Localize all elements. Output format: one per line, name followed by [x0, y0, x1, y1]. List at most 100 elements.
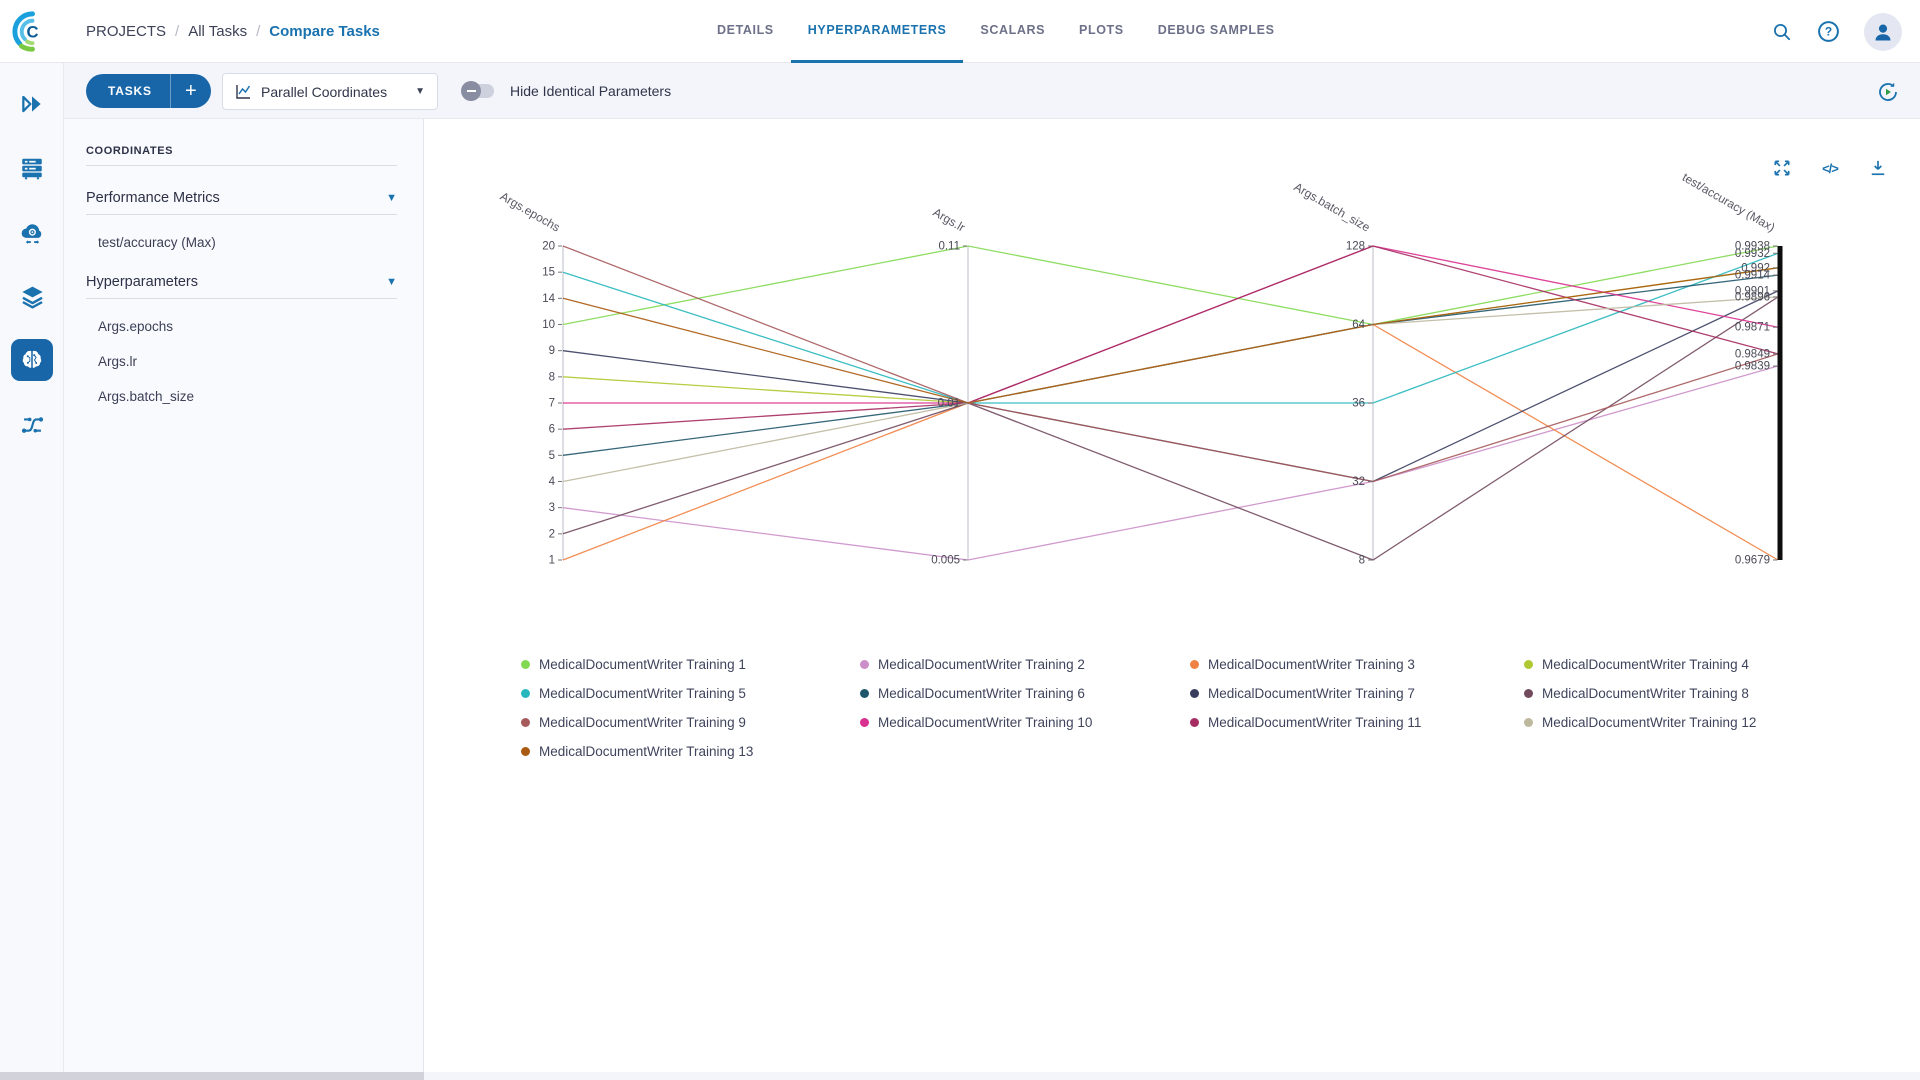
tick-label: 15: [542, 267, 555, 279]
axis-title[interactable]: test/accuracy (Max): [1680, 170, 1778, 234]
coordinates-sidebar: COORDINATES Performance Metrics ▼ test/a…: [64, 119, 424, 1072]
tasks-button-label[interactable]: TASKS: [86, 74, 171, 108]
embed-code-icon[interactable]: </>: [1822, 160, 1839, 176]
tick-label: 8: [549, 371, 555, 383]
legend-label: MedicalDocumentWriter Training 5: [539, 686, 746, 701]
tasks-selector-button[interactable]: TASKS +: [86, 74, 211, 108]
tick-label: 0.9938: [1735, 241, 1770, 253]
add-task-button[interactable]: +: [184, 79, 197, 102]
legend-item[interactable]: MedicalDocumentWriter Training 6: [860, 679, 1190, 708]
compare-toolbar: TASKS + Parallel Coordinates ▼ Hide Iden…: [64, 63, 1920, 119]
download-icon[interactable]: [1866, 156, 1890, 180]
toggle-knob: [461, 81, 481, 101]
svg-text:C: C: [26, 22, 38, 41]
legend-item[interactable]: MedicalDocumentWriter Training 9: [521, 708, 860, 737]
clearml-logo[interactable]: C: [9, 8, 56, 55]
breadcrumb-compare-tasks[interactable]: Compare Tasks: [269, 23, 380, 40]
legend-color-dot: [1524, 689, 1533, 698]
tab-plots[interactable]: PLOTS: [1079, 23, 1124, 37]
chevron-down-icon[interactable]: ▼: [386, 192, 397, 204]
section-hyperparameters[interactable]: Hyperparameters ▼: [86, 274, 397, 290]
legend-label: MedicalDocumentWriter Training 1: [539, 657, 746, 672]
legend-item[interactable]: MedicalDocumentWriter Training 2: [860, 650, 1190, 679]
top-header: C PROJECTS / All Tasks / Compare Tasks D…: [0, 0, 1920, 63]
axis-title[interactable]: Args.lr: [930, 205, 967, 234]
section-label: Performance Metrics: [86, 190, 220, 206]
nav-datasets[interactable]: [0, 273, 64, 319]
divider: [86, 214, 397, 215]
metric-test-accuracy-max: test/accuracy (Max): [98, 235, 216, 250]
nav-projects-active[interactable]: [0, 337, 64, 383]
tick-label: 0.9932: [1735, 248, 1770, 260]
breadcrumb-separator: /: [175, 23, 180, 40]
legend-label: MedicalDocumentWriter Training 8: [1542, 686, 1749, 701]
section-performance-metrics[interactable]: Performance Metrics ▼: [86, 190, 397, 206]
view-mode-dropdown[interactable]: Parallel Coordinates ▼: [222, 73, 438, 110]
tick-label: 2: [549, 528, 555, 540]
legend-item[interactable]: MedicalDocumentWriter Training 11: [1190, 708, 1524, 737]
maximize-icon[interactable]: [1770, 156, 1794, 180]
plot-panel: [424, 119, 1920, 1072]
brain-projects-icon: [22, 350, 42, 368]
divider: [86, 165, 397, 166]
param-args-batch-size: Args.batch_size: [98, 389, 195, 404]
series-line: [562, 365, 1779, 561]
legend-label: MedicalDocumentWriter Training 2: [878, 657, 1085, 672]
axis-title[interactable]: Args.epochs: [498, 189, 563, 234]
legend-item[interactable]: MedicalDocumentWriter Training 1: [521, 650, 860, 679]
tick-label: 0.11: [938, 241, 960, 253]
parallel-coordinates-plot[interactable]: 20151410987654321Args.epochs0.110.010.00…: [424, 119, 1920, 719]
legend-item[interactable]: MedicalDocumentWriter Training 3: [1190, 650, 1524, 679]
tick-label: 20: [542, 241, 555, 253]
tick-label: 0.992: [1741, 262, 1770, 274]
legend-item[interactable]: MedicalDocumentWriter Training 7: [1190, 679, 1524, 708]
nav-queues[interactable]: [0, 145, 64, 191]
series-line: [562, 245, 1779, 483]
tick-label: 0.01: [938, 398, 960, 410]
search-icon[interactable]: [1771, 21, 1793, 43]
tick-label: 6: [549, 424, 555, 436]
plot-legend: MedicalDocumentWriter Training 1 MedicalD…: [521, 650, 1756, 766]
tab-debug-samples[interactable]: DEBUG SAMPLES: [1157, 23, 1275, 37]
legend-item[interactable]: MedicalDocumentWriter Training 5: [521, 679, 860, 708]
legend-label: MedicalDocumentWriter Training 6: [878, 686, 1085, 701]
legend-item[interactable]: MedicalDocumentWriter Training 4: [1524, 650, 1756, 679]
tab-hyperparameters[interactable]: HYPERPARAMETERS: [790, 0, 964, 63]
nav-pipelines[interactable]: [0, 401, 64, 447]
legend-color-dot: [860, 718, 869, 727]
breadcrumb-projects[interactable]: PROJECTS: [86, 23, 167, 40]
tick-label: 14: [542, 293, 555, 305]
series-line: [562, 245, 1779, 326]
legend-item[interactable]: MedicalDocumentWriter Training 12: [1524, 708, 1756, 737]
tick-label: 0.9914: [1735, 270, 1771, 282]
expand-rail-button[interactable]: [0, 81, 64, 127]
server-queues-icon: [22, 158, 42, 180]
horizontal-scrollbar[interactable]: [0, 1072, 424, 1080]
series-line: [562, 296, 1779, 561]
legend-color-dot: [860, 660, 869, 669]
help-icon[interactable]: ?: [1817, 20, 1840, 43]
user-avatar[interactable]: [1864, 12, 1902, 51]
chevron-down-icon[interactable]: ▼: [386, 276, 397, 288]
breadcrumb: PROJECTS / All Tasks / Compare Tasks: [86, 0, 380, 63]
series-line: [562, 274, 1779, 456]
legend-item[interactable]: MedicalDocumentWriter Training 8: [1524, 679, 1756, 708]
refresh-icon[interactable]: [1876, 80, 1900, 104]
legend-item[interactable]: MedicalDocumentWriter Training 13: [521, 737, 860, 766]
series-line: [562, 267, 1779, 404]
plot-action-buttons: </>: [1770, 156, 1890, 180]
breadcrumb-all-tasks[interactable]: All Tasks: [188, 23, 248, 40]
tab-scalars[interactable]: SCALARS: [980, 23, 1046, 37]
legend-color-dot: [1190, 689, 1199, 698]
tick-label: 8: [1359, 555, 1365, 567]
legend-color-dot: [521, 660, 530, 669]
section-label: Hyperparameters: [86, 274, 199, 290]
tick-label: 0.9901: [1735, 285, 1770, 297]
legend-color-dot: [1524, 718, 1533, 727]
legend-item[interactable]: MedicalDocumentWriter Training 10: [860, 708, 1190, 737]
hide-identical-toggle[interactable]: [461, 81, 494, 101]
nav-workers[interactable]: [0, 209, 64, 255]
legend-color-dot: [1190, 718, 1199, 727]
tab-details[interactable]: DETAILS: [717, 23, 774, 37]
axis-title[interactable]: Args.batch_size: [1292, 180, 1373, 235]
